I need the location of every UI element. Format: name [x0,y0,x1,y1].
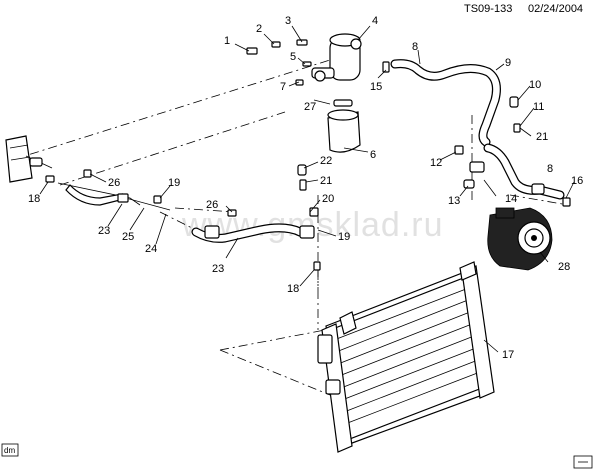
callout-15: 15 [370,81,382,93]
callout-21-center: 21 [320,175,332,187]
callout-26-center: 26 [206,199,218,211]
callout-13: 13 [448,195,460,207]
callout-22: 22 [320,155,332,167]
evaporator-line [57,182,171,211]
callout-18-left: 18 [28,193,40,205]
corner-badge-label: dm [4,446,15,455]
fittings [45,39,571,271]
evaporator-stub [5,135,53,183]
callout-10: 10 [529,79,541,91]
suction-hose [390,59,565,200]
callout-3: 3 [285,15,291,27]
callout-14: 14 [505,193,517,205]
callout-19-left: 19 [168,177,180,189]
callout-27: 27 [304,101,316,113]
liquid-line [191,223,315,243]
callout-23-center: 23 [212,263,224,275]
leader-lines [39,25,575,353]
reference-lines [11,59,569,396]
condenser [317,261,495,453]
callout-18-center: 18 [287,283,299,295]
callout-8-lower: 8 [547,163,553,175]
accumulator [311,33,362,153]
revision-box-icon [573,455,593,469]
callout-28: 28 [558,261,570,273]
callout-23-left: 23 [98,225,110,237]
callout-5: 5 [290,51,296,63]
callout-20: 20 [322,193,334,205]
callout-19-right: 19 [338,231,350,243]
callout-26-left: 26 [108,177,120,189]
callout-8-upper: 8 [412,41,418,53]
compressor [487,207,553,271]
callout-11: 11 [533,101,544,113]
callout-1: 1 [224,35,230,47]
callout-25: 25 [122,231,134,243]
callout-21-right: 21 [536,131,548,143]
drawing-date: 02/24/2004 [528,3,583,15]
callout-4: 4 [372,15,378,27]
callout-9: 9 [505,57,511,69]
callout-24: 24 [145,243,157,255]
corner-badge-dm: dm [1,443,19,457]
callout-17: 17 [502,349,514,361]
callout-16: 16 [571,175,583,187]
callout-12: 12 [430,157,442,169]
callout-2: 2 [256,23,262,35]
callout-numbers: 1 2 3 4 5 6 7 8 8 9 10 11 12 13 14 15 16… [28,15,583,361]
drawing-id: TS09-133 [464,3,512,15]
callout-7: 7 [280,81,286,93]
callout-6: 6 [370,149,376,161]
